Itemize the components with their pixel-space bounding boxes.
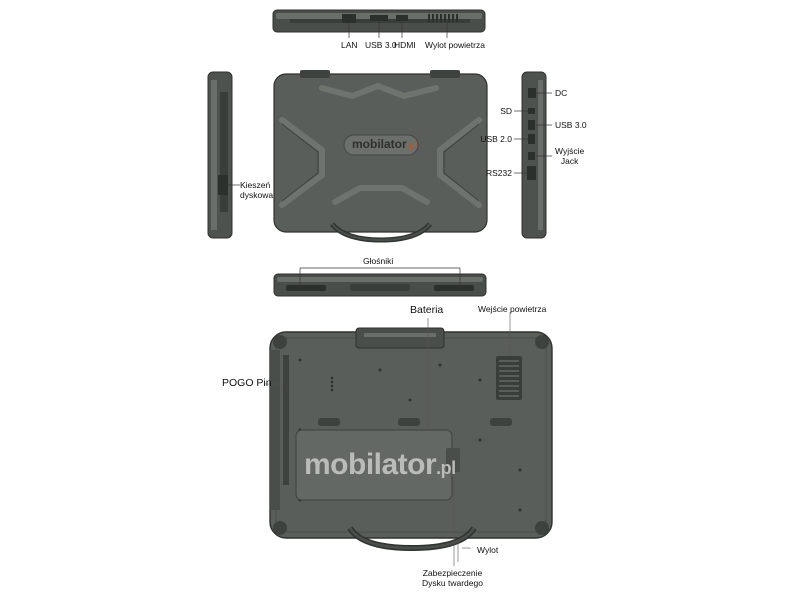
pogo-pins (330, 376, 334, 392)
right-side-view (514, 71, 552, 239)
battery-plate (355, 327, 445, 349)
label-pogo-pin: POGO Pin (222, 377, 272, 389)
label-air-out-bottom: Wylot (477, 545, 499, 555)
label-usb30-side: USB 3.0 (555, 120, 587, 130)
label-speakers: Głośniki (363, 256, 394, 266)
jack-port (528, 152, 535, 160)
usb20-port (528, 134, 535, 144)
usb30-port-top (370, 15, 388, 21)
air-out-vents-top (428, 14, 458, 22)
sd-slot (528, 108, 535, 114)
label-battery: Bateria (410, 304, 444, 316)
front-edge-view (273, 267, 487, 297)
speaker-right (434, 285, 474, 291)
label-lan: LAN (341, 40, 358, 50)
speaker-left (286, 285, 326, 291)
label-hdd-lock: Zabezpieczenie Dysku twardego (422, 568, 483, 588)
disk-bay (220, 92, 228, 212)
label-hdmi: HDMI (394, 40, 416, 50)
label-dc: DC (555, 88, 568, 98)
label-rs232: RS232 (486, 168, 512, 178)
lan-port (342, 14, 356, 23)
label-sd: SD (500, 106, 512, 116)
left-side-view (207, 71, 240, 239)
label-disk-bay: Kieszeń dyskowa (240, 180, 274, 200)
dc-port (528, 88, 536, 98)
rs232-port (527, 166, 536, 180)
air-in-vents (496, 356, 522, 400)
usb30-port-side (528, 120, 535, 130)
label-usb30-top: USB 3.0 (365, 40, 397, 50)
lid-logo: mobilator.pl (352, 137, 418, 151)
label-jack: Wyjście Jack (555, 146, 585, 166)
bottom-view (264, 312, 553, 566)
label-air-in: Wejście powietrza (478, 304, 547, 314)
bottom-logo: mobilator.pl (304, 448, 456, 481)
top-edge-view (272, 9, 486, 38)
hdmi-port (396, 15, 408, 21)
label-usb20: USB 2.0 (480, 134, 512, 144)
hdd-lock (446, 448, 460, 472)
label-air-out-top: Wylot powietrza (425, 40, 485, 50)
lid-view (273, 70, 488, 243)
